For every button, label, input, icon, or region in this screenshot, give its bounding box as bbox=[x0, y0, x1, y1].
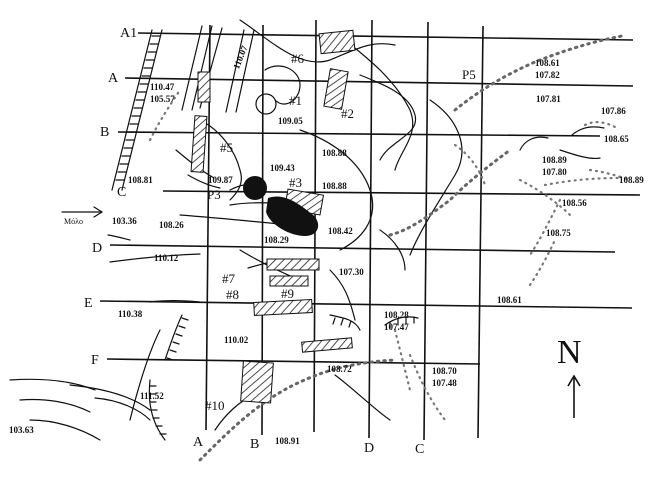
dotted-lines bbox=[148, 34, 632, 462]
elevation-label: 108.65 bbox=[604, 134, 629, 144]
grid-row-label: D bbox=[92, 241, 102, 256]
elevation-label: 107.48 bbox=[432, 378, 457, 388]
grid-col-label: B bbox=[250, 437, 259, 452]
grid-col-labels: A B D C bbox=[193, 435, 424, 457]
feature-labels: #1 #2 #3 #5 #6 #7 #8 #9 #10 bbox=[205, 51, 354, 413]
hatched-features bbox=[190, 29, 356, 404]
elevation-label: 108.88 bbox=[322, 181, 347, 191]
marker-arrow bbox=[61, 206, 103, 218]
grid-row-label: A bbox=[108, 71, 119, 86]
feature-label: #7 bbox=[222, 271, 236, 286]
feature-label: #5 bbox=[220, 140, 233, 155]
elevation-label: 107.47 bbox=[384, 322, 409, 332]
elevation-label: 107.81 bbox=[536, 94, 561, 104]
feature-label: #8 bbox=[226, 287, 239, 302]
elevation-label: 108.89 bbox=[542, 155, 567, 165]
grid-row-labels: A1 A B C D E F bbox=[84, 26, 137, 368]
elevation-label: 108.88 bbox=[322, 148, 347, 158]
elevation-label: 110.38 bbox=[118, 309, 143, 319]
elevation-label: 108.29 bbox=[264, 235, 289, 245]
point-label-p3: P3 bbox=[207, 187, 221, 202]
elevation-label: 109.05 bbox=[278, 116, 303, 126]
elevation-label: 107.80 bbox=[542, 167, 567, 177]
elevation-label: 103.63 bbox=[9, 425, 34, 435]
feature-label: #10 bbox=[205, 398, 225, 413]
elevation-label: 109.87 bbox=[208, 175, 233, 185]
feature-5-shape bbox=[190, 115, 208, 173]
elevation-label: 108.56 bbox=[562, 198, 587, 208]
grid-col-label: A bbox=[193, 435, 204, 450]
feature-6-shape bbox=[318, 29, 356, 55]
elevation-label: 107.82 bbox=[535, 70, 560, 80]
elevation-label: 110.07 bbox=[231, 44, 250, 71]
feature-8-shape bbox=[269, 275, 309, 287]
grid-row-label: B bbox=[100, 125, 109, 140]
elevation-label: 108.91 bbox=[275, 436, 300, 446]
feature-label: #2 bbox=[341, 106, 354, 121]
feature-p3-blob bbox=[266, 196, 319, 236]
elevation-label: 103.36 bbox=[112, 216, 137, 226]
slanted-wall-middle bbox=[181, 25, 255, 113]
north-label: N bbox=[557, 334, 582, 371]
feature-a-shape bbox=[197, 71, 211, 103]
elevation-label: 105.57 bbox=[150, 94, 175, 104]
grid-row-label: A1 bbox=[120, 26, 137, 41]
feature-label: #6 bbox=[291, 51, 305, 66]
elevation-labels: 110.47 105.57 110.07 109.05 108.88 108.8… bbox=[9, 44, 644, 446]
elevation-label: 108.72 bbox=[327, 364, 352, 374]
elevation-label: 108.89 bbox=[619, 175, 644, 185]
grid-col-label: C bbox=[415, 442, 424, 457]
elevation-label: 108.28 bbox=[384, 310, 409, 320]
elevation-label: 108.81 bbox=[128, 175, 153, 185]
feature-2-shape bbox=[323, 68, 349, 110]
feature-10-shape bbox=[240, 360, 274, 404]
elevation-label: 111.52 bbox=[140, 391, 164, 401]
grid-row-label: F bbox=[91, 353, 99, 368]
elevation-label: 108.26 bbox=[159, 220, 184, 230]
feature-label: #1 bbox=[289, 93, 302, 108]
slanted-wall-left bbox=[111, 29, 163, 191]
elevation-label: 108.42 bbox=[328, 226, 353, 236]
feature-p3-dot bbox=[243, 176, 267, 200]
feature-label: #3 bbox=[289, 175, 302, 190]
grid-row-label: E bbox=[84, 296, 93, 311]
elevation-label: 109.43 bbox=[270, 163, 295, 173]
feature-b-shape bbox=[301, 337, 353, 353]
marker-text: Μόλο bbox=[64, 217, 83, 226]
feature-7-shape bbox=[266, 258, 320, 271]
feature-label: #9 bbox=[281, 286, 294, 301]
grid-col-label: D bbox=[364, 441, 374, 456]
elevation-label: 110.47 bbox=[150, 82, 175, 92]
elevation-label: 108.61 bbox=[535, 58, 560, 68]
feature-9-shape bbox=[253, 298, 313, 317]
elevation-label: 108.61 bbox=[497, 295, 522, 305]
elevation-label: 107.30 bbox=[339, 267, 364, 277]
elevation-label: 108.70 bbox=[432, 366, 457, 376]
grid-row-label: C bbox=[117, 185, 126, 200]
elevation-label: 107.86 bbox=[601, 106, 626, 116]
elevation-label: 108.75 bbox=[546, 228, 571, 238]
point-label-p5: P5 bbox=[462, 67, 476, 82]
elevation-label: 110.02 bbox=[224, 335, 249, 345]
elevation-label: 110.12 bbox=[154, 253, 179, 263]
north-arrow: N bbox=[557, 334, 582, 418]
